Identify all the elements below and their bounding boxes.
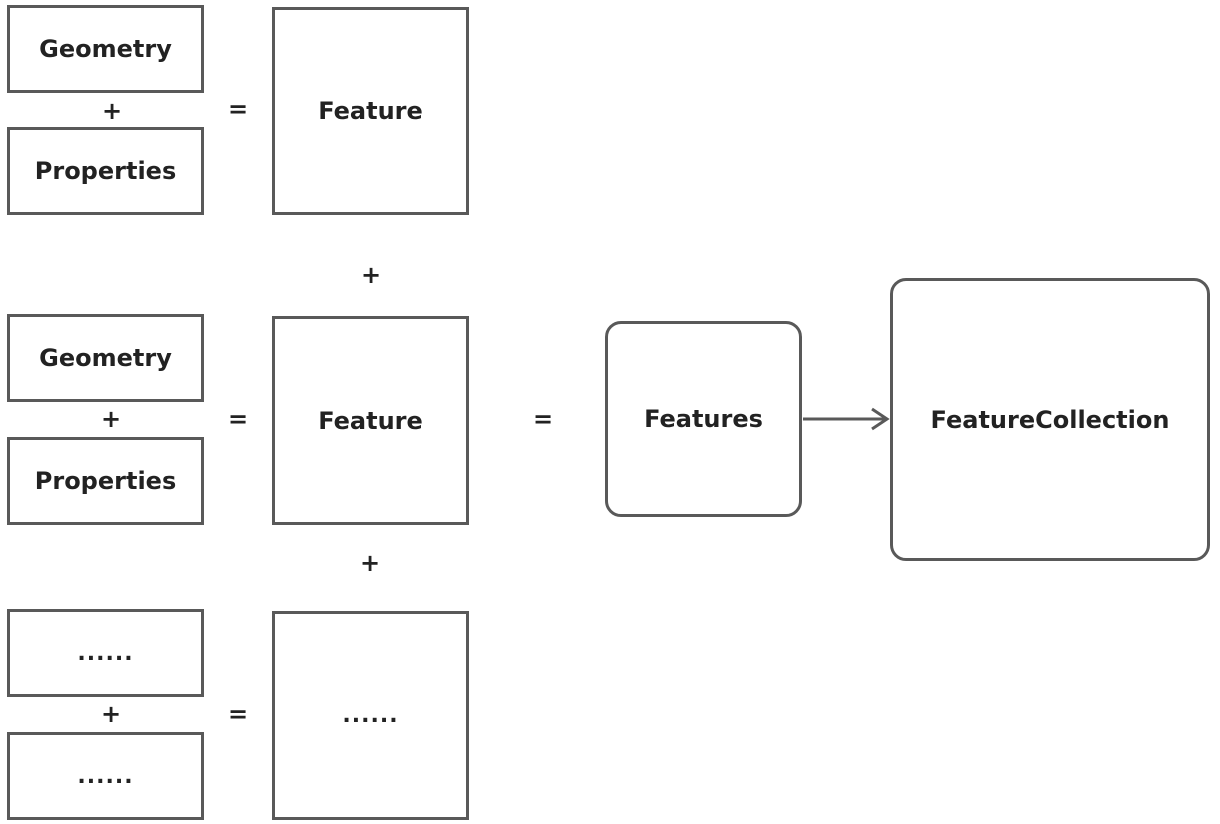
placeholder-top-box-3: ...... [7, 609, 204, 697]
feature-label-2: Feature [318, 406, 423, 435]
properties-label-2: Properties [34, 467, 177, 495]
plus-sign-row-1: + [101, 97, 123, 125]
geometry-box-2: Geometry [7, 314, 204, 402]
features-box: Features [605, 321, 802, 517]
properties-box-2: Properties [7, 437, 204, 525]
placeholder-top-label-3: ...... [77, 640, 134, 666]
equals-sign-row-3: = [227, 700, 249, 728]
features-label: Features [644, 405, 763, 433]
arrow-head-icon [871, 407, 890, 431]
properties-label-1: Properties [34, 157, 177, 185]
properties-box-1: Properties [7, 127, 204, 215]
feature-collection-box: FeatureCollection [890, 278, 1210, 561]
feature-label-1: Feature [318, 97, 423, 125]
feature-box-1: Feature [272, 7, 469, 215]
feature-collection-label: FeatureCollection [930, 405, 1170, 434]
placeholder-bottom-box-3: ...... [7, 732, 204, 820]
equals-sign-row-2: = [227, 405, 249, 433]
plus-between-features-1: + [360, 261, 382, 289]
placeholder-result-label-3: ...... [342, 703, 399, 728]
sum-equals-sign: = [532, 405, 554, 433]
plus-between-features-2: + [359, 549, 381, 577]
plus-sign-row-3: + [100, 700, 122, 728]
feature-box-2: Feature [272, 316, 469, 525]
geometry-box-1: Geometry [7, 5, 204, 93]
equals-sign-row-1: = [227, 95, 249, 123]
plus-sign-row-2: + [100, 405, 122, 433]
geometry-label-1: Geometry [39, 35, 172, 63]
geometry-label-2: Geometry [39, 344, 172, 372]
placeholder-bottom-label-3: ...... [77, 763, 134, 789]
placeholder-result-box-3: ...... [272, 611, 469, 820]
